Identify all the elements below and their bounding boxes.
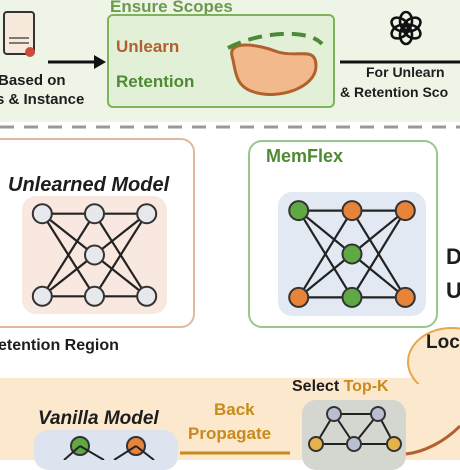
retention-region-shape <box>230 43 318 96</box>
vanilla-model-title: Vanilla Model <box>38 408 159 429</box>
unlearned-model-title: Unlearned Model <box>8 174 170 196</box>
topk-node-selected <box>308 436 324 452</box>
select-prefix: Select <box>292 378 344 395</box>
network-node <box>341 243 363 265</box>
topk-node-selected <box>386 436 402 452</box>
for-unlearn-label: For Unlearn <box>366 64 445 80</box>
side-letter-u: U <box>446 278 460 303</box>
network-node <box>394 286 416 308</box>
connector-curve <box>405 424 460 456</box>
network-edge <box>351 209 406 255</box>
back-label: Back <box>214 400 255 419</box>
memflex-card <box>248 140 438 328</box>
memflex-network-diagram <box>288 200 416 308</box>
loc-label: Loc <box>426 332 460 353</box>
network-node <box>288 286 310 308</box>
top-k-text: Top-K <box>343 378 389 395</box>
topk-node <box>370 406 386 422</box>
retention-label: Retention <box>116 72 195 91</box>
retention-region-caption: etention Region <box>0 337 119 354</box>
network-node <box>394 200 416 222</box>
network-node <box>84 203 105 225</box>
network-edge <box>93 212 148 256</box>
vanilla-network-diagram <box>63 436 155 460</box>
network-edge <box>351 210 407 298</box>
unlearn-label: Unlearn <box>116 37 180 56</box>
network-node <box>136 203 158 225</box>
topk-node <box>346 436 362 452</box>
section-divider <box>0 125 460 129</box>
topk-node <box>326 406 342 422</box>
scope-shape <box>227 31 324 96</box>
network-edge <box>93 213 148 297</box>
arrow-right-icon-2 <box>340 60 460 64</box>
based-on-label: Based on <box>0 72 66 89</box>
network-node <box>84 244 105 266</box>
law-document-icon <box>3 11 35 57</box>
network-edge <box>298 209 353 255</box>
network-edge <box>298 253 353 299</box>
network-node <box>341 286 363 308</box>
propagate-label: Propagate <box>188 424 272 443</box>
back-propagate-arrow-icon <box>180 451 290 455</box>
retention-scope-label: & Retention Sco <box>340 84 449 100</box>
network-node <box>136 285 158 307</box>
network-edge <box>41 254 96 298</box>
memflex-title: MemFlex <box>266 146 344 166</box>
unlearned-model-card <box>0 138 195 328</box>
arrow-right-icon <box>48 55 106 69</box>
network-edge <box>93 254 148 298</box>
unlearn-boundary-dashed <box>227 31 324 50</box>
ensure-scopes-title: Ensure Scopes <box>110 0 233 16</box>
network-node <box>288 200 310 222</box>
network-node <box>31 285 53 307</box>
topk-network-diagram <box>308 406 402 452</box>
network-node <box>84 285 105 307</box>
unlearned-network-diagram <box>31 203 158 307</box>
network-node <box>341 200 363 222</box>
network-edge <box>41 213 96 297</box>
openai-logo-icon <box>390 10 422 46</box>
network-edge <box>297 210 353 298</box>
select-top-k-label: Select Top-K <box>292 378 389 396</box>
network-edge <box>41 212 96 256</box>
network-edge <box>351 253 406 299</box>
instance-label: s & Instance <box>0 91 85 108</box>
side-letter-d: D <box>446 244 460 269</box>
loc-bubble <box>407 327 460 384</box>
network-node <box>31 203 53 225</box>
